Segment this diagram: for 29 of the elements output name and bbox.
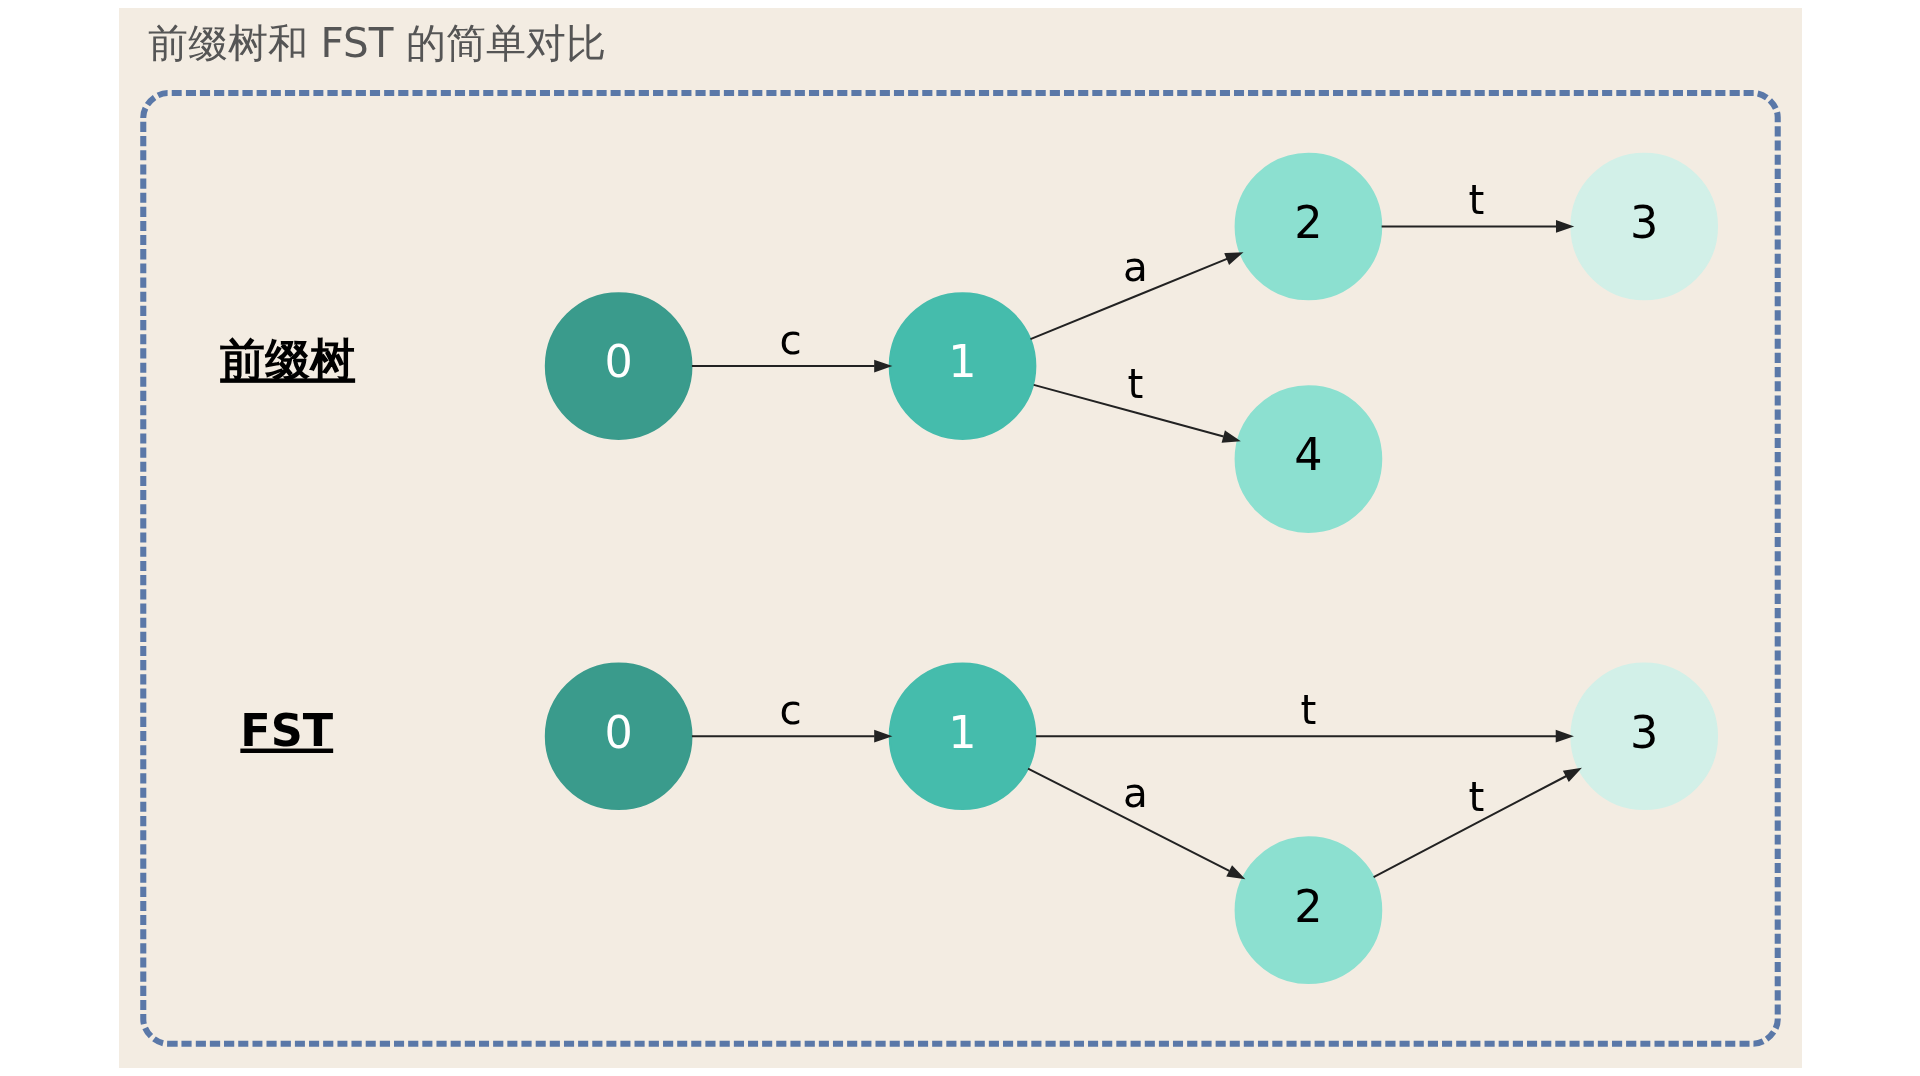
arrow: [1029, 252, 1244, 341]
arrow: [691, 729, 892, 743]
edge-label: t: [1467, 176, 1484, 225]
arrow: [1035, 729, 1574, 743]
edge-label: c: [778, 686, 802, 735]
node-circle: 0: [544, 292, 692, 440]
node-circle: 3: [1569, 152, 1718, 301]
node-circle: 2: [1234, 836, 1382, 985]
cluster: [139, 89, 1781, 1047]
edge-label: t: [1127, 360, 1143, 409]
arrow: [1381, 220, 1574, 233]
edge-label: t: [1467, 773, 1484, 822]
arrow: [1027, 767, 1245, 880]
edge-label: t: [1300, 686, 1316, 735]
arrow: [1372, 767, 1582, 878]
arrow: [1032, 383, 1241, 443]
node-circle: 0: [544, 662, 692, 811]
node-circle: 1: [888, 292, 1036, 440]
node-circle: 3: [1569, 662, 1718, 811]
label: FST: [239, 704, 333, 756]
edge-label: a: [1122, 769, 1148, 818]
edge-label: a: [1122, 243, 1148, 292]
node-circle: 1: [888, 662, 1036, 811]
label: 前缀树: [219, 334, 355, 386]
diagram-title: 前缀树和 FST 的简单对比: [147, 18, 606, 67]
node-circle: 2: [1234, 152, 1382, 301]
arrow: [691, 359, 892, 373]
edge-label: c: [778, 315, 802, 364]
node-circle: 4: [1234, 385, 1382, 533]
